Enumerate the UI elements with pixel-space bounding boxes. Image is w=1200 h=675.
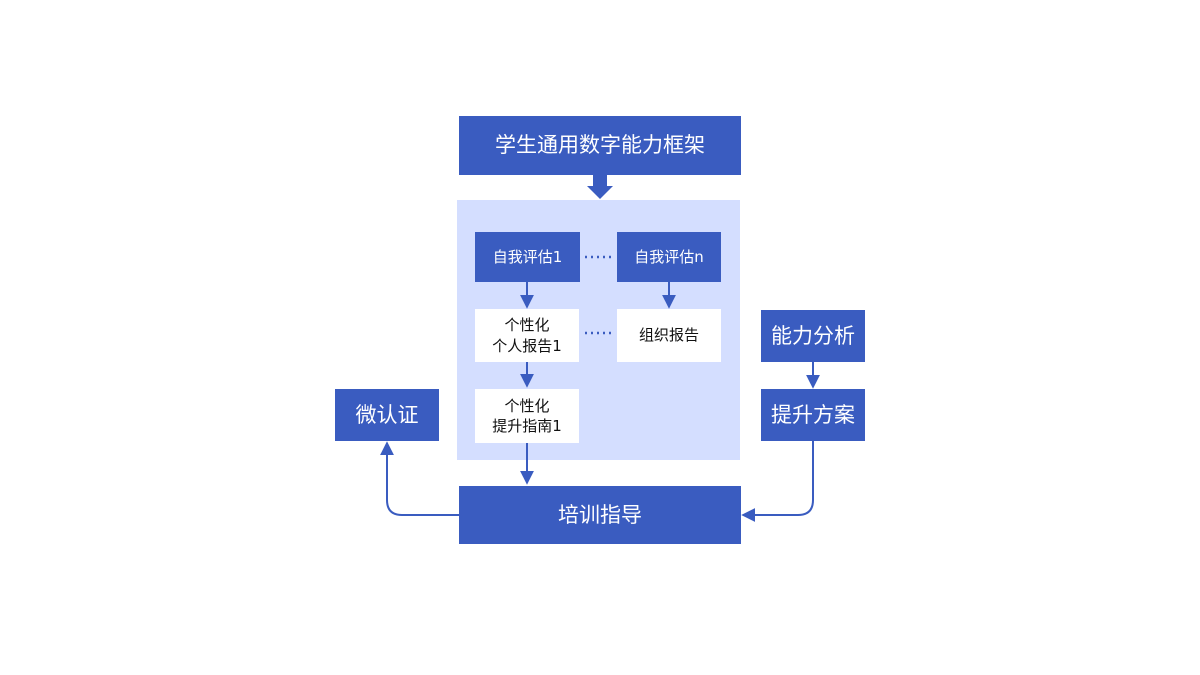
self-eval-1-label: 自我评估1	[492, 247, 563, 266]
personal-report-1-line2: 个人报告1	[492, 336, 562, 355]
framework-box[interactable]: 学生通用数字能力框架	[459, 116, 741, 175]
self-eval-n-label: 自我评估n	[634, 247, 704, 266]
training-box[interactable]: 培训指导	[459, 486, 741, 544]
ability-analysis-label: 能力分析	[771, 323, 855, 348]
self-eval-n-box[interactable]: 自我评估n	[617, 232, 721, 282]
arrow-training-to-cert	[380, 441, 459, 516]
org-report-label: 组织报告	[638, 326, 699, 345]
personal-report-1-line1: 个性化	[504, 316, 550, 335]
improve-guide-1-line2: 提升指南1	[492, 417, 562, 435]
personal-report-1-box[interactable]: 个性化 个人报告1	[475, 309, 579, 362]
improve-guide-1-box[interactable]: 个性化 提升指南1	[475, 389, 579, 443]
framework-down-arrow	[587, 175, 613, 199]
framework-label: 学生通用数字能力框架	[495, 133, 705, 158]
micro-cert-label: 微认证	[355, 402, 419, 427]
improvement-plan-box[interactable]: 提升方案	[761, 389, 865, 441]
ability-analysis-box[interactable]: 能力分析	[761, 310, 865, 362]
org-report-box[interactable]: 组织报告	[617, 309, 721, 362]
improvement-plan-label: 提升方案	[771, 402, 855, 427]
micro-cert-box[interactable]: 微认证	[335, 389, 439, 441]
improve-guide-1-line1: 个性化	[504, 396, 550, 415]
arrow-plan-to-training	[741, 441, 814, 522]
training-label: 培训指导	[558, 502, 642, 527]
self-eval-1-box[interactable]: 自我评估1	[475, 232, 580, 282]
